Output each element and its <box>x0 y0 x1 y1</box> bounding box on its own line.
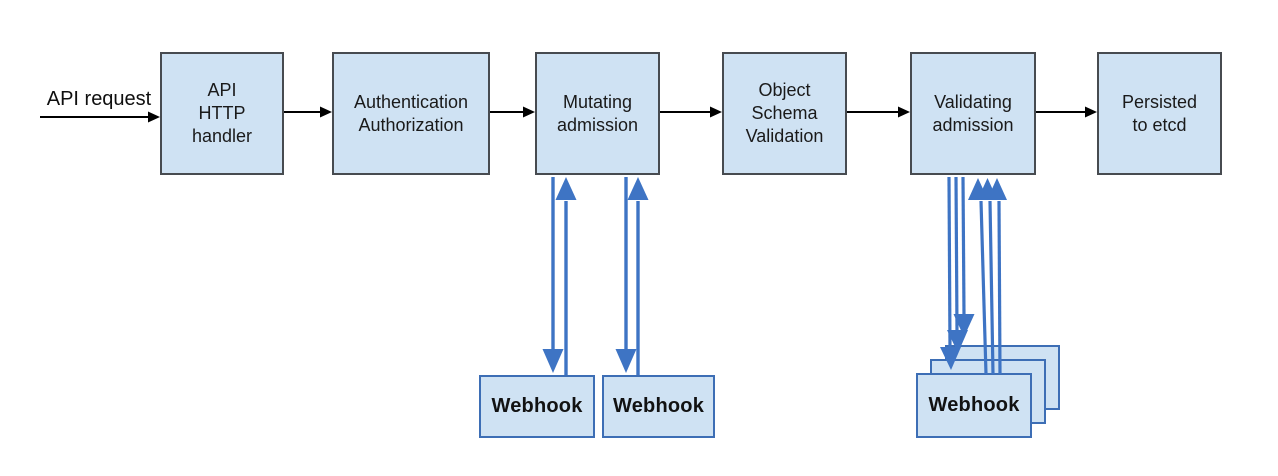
mutating-webhook2-call-arrows <box>615 177 649 375</box>
webhook-label: Webhook <box>491 395 583 417</box>
flow-arrow-validating-to-etcd <box>1036 106 1097 118</box>
node-label: Authentication Authorization <box>353 91 469 135</box>
node-label: Mutating admission <box>556 91 639 135</box>
api-request-arrow <box>40 111 160 123</box>
mutating-webhook-box-1: Webhook <box>479 375 595 438</box>
flow-arrow-handler-to-auth <box>284 106 332 118</box>
webhook-label: Webhook <box>612 395 705 417</box>
node-label: Object Schema Validation <box>745 80 824 146</box>
flow-arrow-auth-to-mutating <box>490 106 535 118</box>
mutating-webhook1-call-arrows <box>542 177 577 375</box>
node-label: API HTTP handler <box>191 80 253 146</box>
node-authentication-authorization: Authentication Authorization <box>332 52 490 175</box>
node-label: Validating admission <box>932 91 1014 135</box>
node-object-schema-validation: Object Schema Validation <box>722 52 847 175</box>
validating-webhook-stack-front: Webhook <box>916 373 1032 438</box>
webhook-label: Webhook <box>928 394 1020 416</box>
node-validating-admission: Validating admission <box>910 52 1036 175</box>
api-request-label: API request <box>46 88 152 110</box>
flow-arrow-schema-to-validating <box>847 106 910 118</box>
node-persisted-to-etcd: Persisted to etcd <box>1097 52 1222 175</box>
flow-arrow-mutating-to-schema <box>660 106 722 118</box>
validating-webhook-down-arrows <box>940 176 975 370</box>
node-label: Persisted to etcd <box>1121 91 1198 135</box>
mutating-webhook-box-2: Webhook <box>602 375 715 438</box>
node-api-http-handler: API HTTP handler <box>160 52 284 175</box>
node-mutating-admission: Mutating admission <box>535 52 660 175</box>
